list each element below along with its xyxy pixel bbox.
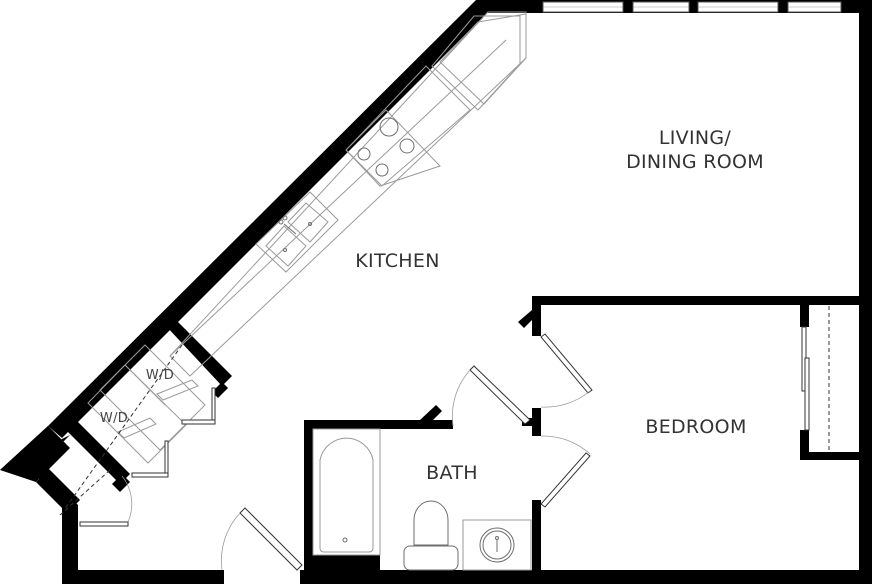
room-label-kitchen: KITCHEN xyxy=(355,250,440,272)
room-label-bath: BATH xyxy=(426,462,478,484)
doors xyxy=(59,306,830,571)
room-label-living-line2: DINING ROOM xyxy=(626,151,764,173)
label-washer-dryer-2: W/D xyxy=(99,411,129,426)
label-washer-dryer-1: W/D xyxy=(145,368,175,383)
interior-walls xyxy=(36,296,862,572)
washer-dryer-units xyxy=(63,344,206,511)
windows xyxy=(542,1,842,13)
bath-fixtures xyxy=(312,428,532,571)
kitchen-counter xyxy=(169,11,527,377)
room-label-living-line1: LIVING/ xyxy=(658,127,732,149)
room-label-bedroom: BEDROOM xyxy=(645,416,747,438)
room-label-living: LIVING/ DINING ROOM xyxy=(600,126,790,174)
